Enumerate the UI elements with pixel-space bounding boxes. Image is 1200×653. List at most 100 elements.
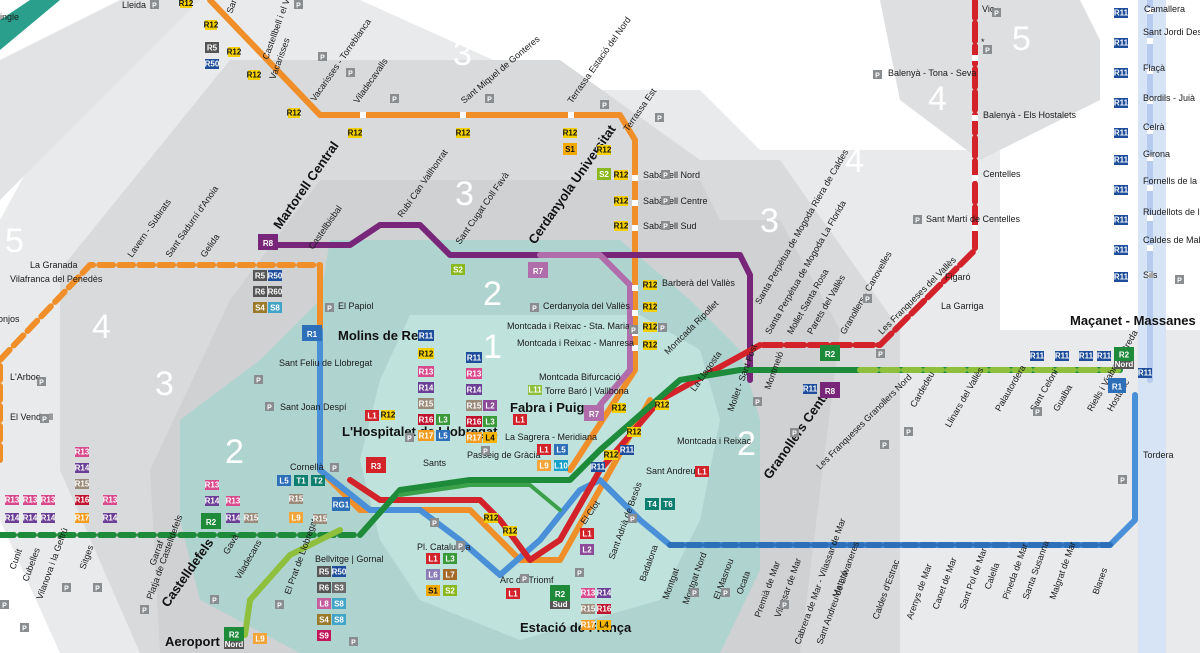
badge-r15[interactable]: R15: [313, 514, 328, 524]
station-cornella[interactable]: Cornellà: [290, 462, 324, 472]
badge-l9[interactable]: L9: [537, 460, 551, 471]
badge-s2[interactable]: S2: [597, 168, 611, 180]
station-sils[interactable]: Sils: [1143, 270, 1158, 280]
badge-r17[interactable]: R17: [75, 513, 90, 523]
badge-r12[interactable]: R12: [179, 0, 194, 8]
badge-r16[interactable]: R16: [466, 416, 482, 427]
badge-r13[interactable]: R13: [466, 368, 482, 379]
badge-r15[interactable]: R15: [418, 398, 434, 409]
badge-r11[interactable]: R11: [1114, 185, 1129, 195]
badge-s8[interactable]: S8: [332, 598, 346, 609]
station-caldes[interactable]: Caldes de Malavella: [1143, 235, 1200, 245]
station-centelles[interactable]: Centelles: [983, 169, 1021, 179]
badge-r13[interactable]: R13: [75, 447, 90, 457]
badge-r2[interactable]: R2: [550, 585, 570, 601]
badge-l1[interactable]: L1: [426, 553, 440, 564]
station-passeig-gracia[interactable]: Passeig de Gràcia: [467, 450, 541, 460]
badge-r12[interactable]: R12: [627, 427, 642, 437]
badge-r6[interactable]: R6: [317, 582, 331, 593]
badge-s1[interactable]: S1: [426, 585, 440, 596]
badge-r7[interactable]: R7: [528, 262, 548, 278]
station-la-garriga[interactable]: La Garriga: [941, 301, 984, 311]
hub-fabra[interactable]: Fabra i Puig: [510, 400, 584, 415]
badge-l4[interactable]: L4: [483, 432, 497, 443]
badge-r11[interactable]: R11: [1030, 351, 1045, 361]
badge-r2[interactable]: R2: [201, 513, 221, 529]
badge-r11[interactable]: R11: [1114, 128, 1129, 138]
station-torre-baro[interactable]: Torre Baró | Vallbona: [545, 386, 629, 396]
badge-r13[interactable]: R13: [23, 495, 38, 505]
badge-s9[interactable]: S9: [317, 630, 331, 641]
badge-r14[interactable]: R14: [205, 496, 220, 506]
badge-l1[interactable]: L1: [695, 466, 709, 477]
station-sant-marti[interactable]: Sant Martí de Centelles: [926, 214, 1021, 224]
badge-r5[interactable]: R5: [205, 42, 219, 53]
badge-t4[interactable]: T4: [645, 498, 659, 510]
station-bifurcacio[interactable]: Montcada Bifurcació: [539, 372, 621, 382]
badge-r11[interactable]: R11: [466, 352, 482, 363]
station-girona[interactable]: Girona: [1143, 149, 1170, 159]
badge-r14[interactable]: R14: [23, 513, 38, 523]
badge-s1[interactable]: S1: [563, 143, 577, 155]
badge-r11[interactable]: R11: [1097, 351, 1112, 361]
station-sant-feliu[interactable]: Sant Feliu de Llobregat: [279, 358, 373, 368]
badge-r5[interactable]: R5: [317, 566, 331, 577]
line-r7[interactable]: [537, 252, 633, 408]
station-onjos[interactable]: onjos: [0, 314, 20, 324]
badge-s3[interactable]: S3: [332, 582, 346, 593]
badge-r14[interactable]: R14: [226, 513, 241, 523]
badge-l7[interactable]: L7: [443, 569, 457, 580]
badge-l9[interactable]: L9: [289, 512, 303, 523]
badge-s8[interactable]: S8: [268, 302, 282, 313]
badge-l8[interactable]: L8: [317, 598, 331, 609]
station-bellvitge[interactable]: Bellvitge | Gornal: [315, 554, 383, 564]
station-sabadell-nord[interactable]: Sabadell Nord: [643, 170, 700, 180]
badge-r12[interactable]: R12: [227, 47, 242, 57]
badge-r8[interactable]: R8: [258, 234, 278, 250]
badge-r15[interactable]: R15: [466, 400, 482, 411]
station-sant-jordi[interactable]: Sant Jordi Desvalls: [1143, 27, 1200, 37]
badge-r12[interactable]: R12: [456, 128, 471, 138]
station-lleida[interactable]: Lleida: [122, 0, 146, 10]
badge-l11[interactable]: L11: [528, 385, 542, 395]
badge-r12[interactable]: R12: [604, 450, 619, 460]
badge-r14[interactable]: R14: [41, 513, 56, 523]
badge-l1[interactable]: L1: [537, 444, 551, 455]
badge-r15[interactable]: R15: [289, 494, 304, 504]
badge-r12[interactable]: R12: [204, 20, 219, 30]
badge-r11[interactable]: R11: [1114, 98, 1129, 108]
badge-r13[interactable]: R13: [5, 495, 20, 505]
badge-s4[interactable]: S4: [253, 302, 267, 313]
badge-l4[interactable]: L4: [597, 620, 611, 630]
badge-r2[interactable]: R2: [820, 345, 840, 361]
badge-r11[interactable]: R11: [1114, 245, 1129, 255]
badge-r12[interactable]: R12: [247, 70, 262, 80]
badge-r12[interactable]: R12: [643, 302, 658, 312]
badge-r17[interactable]: R17: [581, 620, 596, 630]
badge-r14[interactable]: R14: [75, 463, 90, 473]
station-el-papiol[interactable]: El Papiol: [338, 301, 374, 311]
badge-r2[interactable]: R2: [224, 627, 244, 641]
badge-l3[interactable]: L3: [483, 416, 497, 427]
badge-r14[interactable]: R14: [5, 513, 20, 523]
badge-r11[interactable]: R11: [591, 462, 606, 472]
badge-r11[interactable]: R11: [1114, 215, 1129, 225]
station-vilafranca[interactable]: Vilafranca del Penedès: [10, 274, 103, 284]
badge-r2[interactable]: R2: [1114, 347, 1134, 361]
badge-r50[interactable]: R50: [332, 566, 347, 577]
badge-l5[interactable]: L5: [436, 430, 450, 441]
station-vendrell[interactable]: El Vendrell: [10, 412, 53, 422]
station-reixac-manresa[interactable]: Montcada i Reixac - Manresa: [517, 338, 634, 348]
badge-r11[interactable]: R11: [1114, 38, 1129, 48]
badge-t1[interactable]: T1: [294, 475, 308, 486]
station-flaca[interactable]: Flaçà: [1143, 63, 1165, 73]
badge-r13[interactable]: R13: [41, 495, 56, 505]
badge-r14[interactable]: R14: [466, 384, 482, 395]
badge-r12[interactable]: R12: [484, 513, 499, 523]
badge-l1[interactable]: L1: [365, 410, 379, 421]
station-arboc[interactable]: L'Arboç: [10, 372, 41, 382]
badge-r16[interactable]: R16: [597, 604, 612, 614]
station-sants[interactable]: Sants: [423, 458, 447, 468]
badge-r11[interactable]: R11: [1114, 68, 1129, 78]
line-r2-aeroport[interactable]: [242, 527, 343, 638]
